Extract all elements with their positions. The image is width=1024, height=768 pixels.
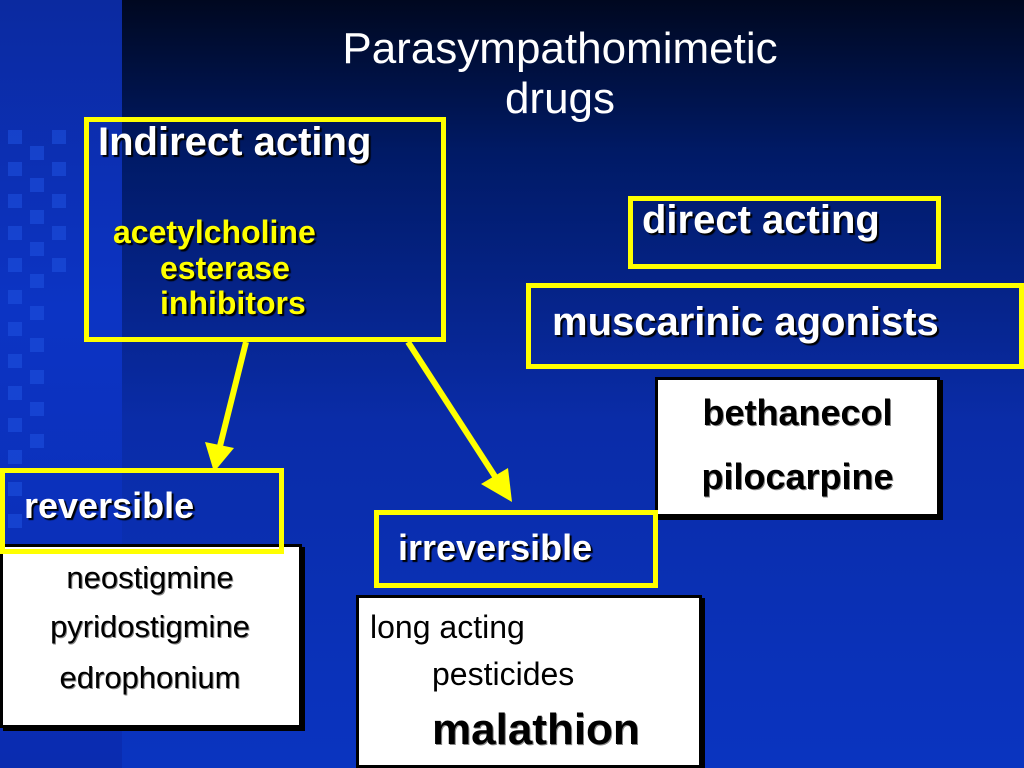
decorative-square	[52, 226, 66, 240]
decorative-square	[52, 194, 66, 208]
muscarinic-examples-box	[655, 377, 940, 517]
decorative-square	[8, 162, 22, 176]
decorative-square	[8, 482, 22, 496]
decorative-square	[30, 338, 44, 352]
arrow-to-reversible	[205, 341, 249, 472]
decorative-square	[8, 130, 22, 144]
example-pyridostigmine: pyridostigmine	[50, 609, 250, 644]
decorative-squares	[0, 130, 122, 550]
decorative-square	[8, 226, 22, 240]
direct-acting-heading: direct acting	[642, 198, 880, 242]
decorative-square	[30, 242, 44, 256]
decorative-square	[30, 402, 44, 416]
example-malathion: malathion	[432, 705, 640, 754]
example-neostigmine: neostigmine	[66, 560, 234, 595]
decorative-square	[30, 178, 44, 192]
muscarinic-agonists-box	[526, 283, 1024, 369]
example-bethanecol: bethanecol	[702, 392, 893, 433]
decorative-square	[8, 386, 22, 400]
indirect-acting-box	[84, 117, 446, 342]
irreversible-examples-box	[356, 595, 702, 768]
irreversible-label: irreversible	[398, 527, 593, 568]
decorative-square	[8, 322, 22, 336]
ache-inhibitors-line3: inhibitors	[160, 285, 306, 321]
arrow-to-irreversible	[405, 340, 512, 502]
ache-inhibitors-line2: esterase	[160, 250, 290, 286]
direct-acting-box	[628, 196, 941, 269]
decorative-square	[8, 194, 22, 208]
decorative-square	[8, 418, 22, 432]
decorative-square	[52, 130, 66, 144]
decorative-square	[30, 210, 44, 224]
reversible-examples-box	[0, 544, 302, 728]
example-edrophonium: edrophonium	[59, 660, 241, 695]
decorative-square	[8, 290, 22, 304]
decorative-square	[8, 514, 22, 528]
title-line-2: drugs	[504, 74, 616, 123]
decorative-square	[30, 434, 44, 448]
decorative-square	[30, 370, 44, 384]
long-acting-label: long acting	[370, 609, 525, 645]
decorative-square	[8, 450, 22, 464]
reversible-box	[0, 468, 284, 554]
pesticides-label: pesticides	[432, 656, 575, 692]
muscarinic-agonists-label: muscarinic agonists	[552, 300, 939, 344]
title-line-1: Parasympathomimetic	[342, 24, 778, 73]
decorative-square	[30, 274, 44, 288]
reversible-label: reversible	[24, 485, 195, 526]
decorative-square	[8, 354, 22, 368]
ache-inhibitors-line1: acetylcholine	[113, 214, 316, 250]
decorative-square	[52, 258, 66, 272]
example-pilocarpine: pilocarpine	[701, 456, 894, 497]
decorative-square	[30, 306, 44, 320]
indirect-acting-heading: Indirect acting	[98, 120, 372, 164]
decorative-square	[8, 258, 22, 272]
irreversible-box	[374, 510, 658, 588]
decorative-square	[30, 146, 44, 160]
decorative-square	[52, 162, 66, 176]
